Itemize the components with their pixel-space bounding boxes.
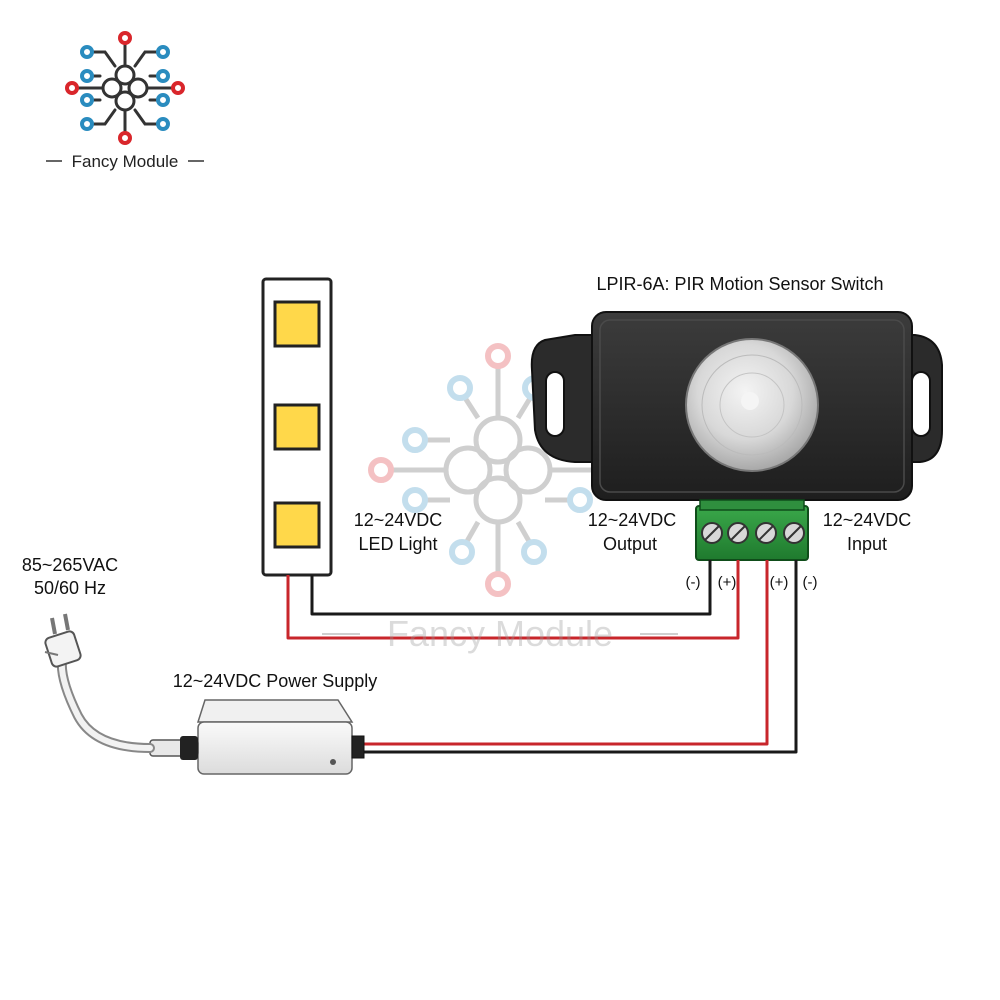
led-strip	[261, 277, 333, 577]
pir-sensor-switch	[530, 311, 943, 561]
ac-frequency-label: 50/60 Hz	[34, 578, 106, 598]
fancy-module-logo: Fancy Module	[46, 31, 204, 171]
terminal-label: (+)	[718, 574, 737, 591]
svg-text:Fancy Module: Fancy Module	[387, 613, 613, 654]
logo-text: Fancy Module	[72, 152, 179, 171]
watermark-text: Fancy Module	[322, 613, 678, 654]
led-chip	[273, 501, 321, 549]
mounting-slot	[545, 371, 565, 437]
terminal-block	[695, 499, 809, 561]
led-light-label: LED Light	[358, 534, 437, 554]
led-chip	[273, 403, 321, 451]
output-voltage-label: 12~24VDC	[588, 510, 677, 530]
power-supply-label: 12~24VDC Power Supply	[173, 671, 378, 691]
wire-psu-negative	[360, 560, 798, 754]
ac-voltage-label: 85~265VAC	[22, 555, 118, 575]
ac-plug-icon	[44, 613, 82, 668]
power-supply	[149, 699, 365, 775]
led-voltage-label: 12~24VDC	[354, 510, 443, 530]
input-label: Input	[847, 534, 887, 554]
led-chip	[273, 300, 321, 348]
terminal-label: (+)	[770, 574, 789, 591]
sensor-title: LPIR-6A: PIR Motion Sensor Switch	[596, 274, 883, 294]
input-voltage-label: 12~24VDC	[823, 510, 912, 530]
wire-led-negative	[310, 560, 712, 616]
mounting-slot	[911, 371, 931, 437]
terminal-label: (-)	[686, 574, 701, 591]
wire-psu-positive	[360, 560, 769, 746]
output-label: Output	[603, 534, 657, 554]
terminal-label: (-)	[803, 574, 818, 591]
wire-led-positive	[286, 560, 740, 640]
